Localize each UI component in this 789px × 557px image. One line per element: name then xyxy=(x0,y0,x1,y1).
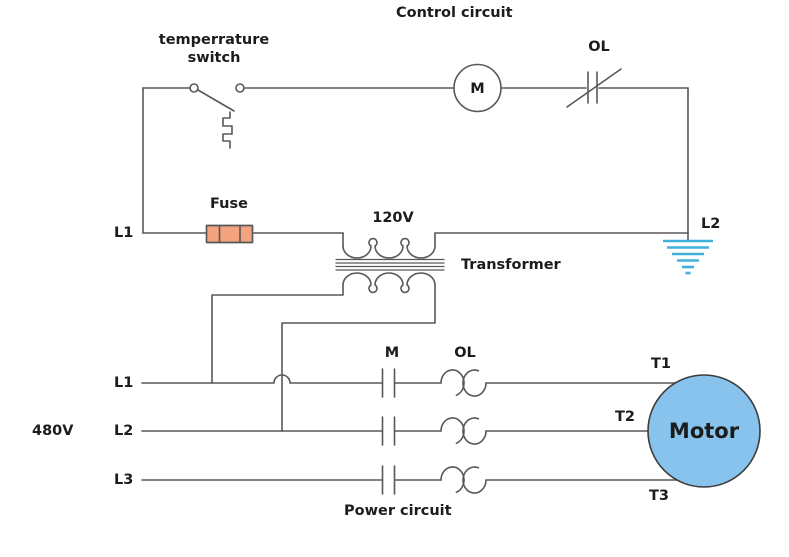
ol-heater-l3 xyxy=(440,466,487,494)
m-contact-l3 xyxy=(381,465,396,495)
l3-label-power: L3 xyxy=(114,472,134,488)
motor-symbol xyxy=(647,374,761,488)
motor-label: Motor xyxy=(668,419,740,443)
secondary-voltage-label: 120V xyxy=(372,210,414,226)
contactor-coil-label: M xyxy=(470,81,485,97)
overload-contact-bars xyxy=(587,71,598,104)
ol-label-power: OL xyxy=(454,345,476,361)
switch-contact-left xyxy=(189,83,199,93)
transformer-symbol xyxy=(335,232,445,294)
fuse-label: Fuse xyxy=(210,196,248,212)
thermal-element-zigzag xyxy=(222,111,233,149)
control-circuit-title: Control circuit xyxy=(396,5,513,21)
secondary-left-connection xyxy=(211,284,344,384)
switch-contact-right xyxy=(235,83,245,93)
secondary-right-connection xyxy=(281,284,436,432)
m-contact-label: M xyxy=(384,345,400,361)
terminal-t1-label: T1 xyxy=(651,356,671,372)
m-contact-l1 xyxy=(381,368,396,398)
transformer-primary-stubs xyxy=(342,232,436,247)
l2-label-control: L2 xyxy=(701,216,721,232)
switch-blade xyxy=(197,89,235,112)
ground-symbol xyxy=(663,239,713,275)
wiring xyxy=(141,63,761,495)
fuse-symbol xyxy=(205,224,254,244)
ol-heater-l1 xyxy=(440,369,487,397)
transformer-label: Transformer xyxy=(461,257,561,273)
ol-heater-l2 xyxy=(440,417,487,445)
l2-label-power: L2 xyxy=(114,423,134,439)
terminal-t2-label: T2 xyxy=(615,409,635,425)
m-contact-l2 xyxy=(381,416,396,446)
l1-label-power: L1 xyxy=(114,375,134,391)
power-line-l1 xyxy=(141,374,676,384)
l1-label-control: L1 xyxy=(114,225,134,241)
supply-voltage-label: 480V xyxy=(32,423,74,439)
temperature-switch-label: temperrature switch xyxy=(158,32,270,67)
fuse-dividers xyxy=(218,224,241,244)
terminal-t3-label: T3 xyxy=(649,488,669,504)
transformer-bottom-winding xyxy=(342,272,436,294)
power-circuit-caption: Power circuit xyxy=(344,503,452,519)
transformer-top-winding xyxy=(342,237,436,259)
ol-label-control: OL xyxy=(588,39,610,55)
transformer-core xyxy=(335,258,445,271)
overload-contact-slash xyxy=(566,68,622,108)
